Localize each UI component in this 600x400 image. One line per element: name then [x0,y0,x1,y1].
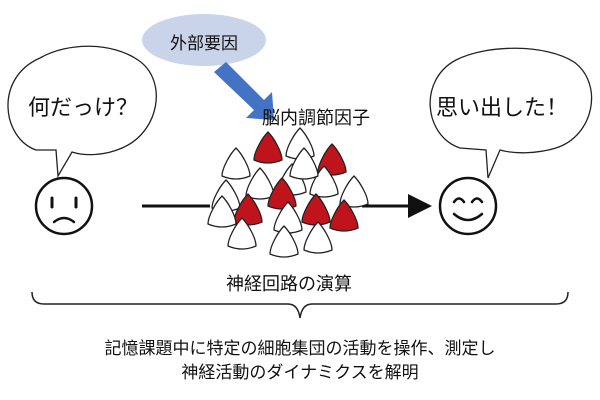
neuron-icon-white [207,195,237,228]
neural-circuit-label: 神経回路の演算 [226,274,352,295]
neuron-icon-white [269,225,299,258]
external-factor-label: 外部要因 [170,34,238,54]
neuron-icon-white [245,167,275,200]
bottom-brace [31,291,569,319]
right-bubble-text: 思い出した！ [435,96,568,121]
caption-line-2: 神経活動のダイナミクスを解明 [181,363,419,383]
caption-line-1: 記憶課題中に特定の細胞集団の活動を操作、測定し [104,339,496,359]
neuron-icon-white [289,147,319,180]
neuron-icon-white [303,221,333,254]
neuron-icon-white [227,217,257,250]
external-factor-ellipse [142,14,266,66]
smiley-face-icon [438,176,498,236]
right-speech-bubble [429,47,593,179]
brain-modulator-label: 脳内調節因子 [262,108,370,129]
neuron-icon-white [309,165,339,198]
neuron-icon-red [253,131,283,164]
neuron-cluster [207,127,369,258]
neuron-icon-red [301,193,331,226]
sad-face-icon [34,176,94,236]
neuron-icon-white [339,175,369,208]
left-speech-bubble [7,45,157,179]
left-bubble-text: 何だっけ？ [27,96,138,121]
neuron-icon-white [221,147,251,180]
neuron-icon-red [329,199,359,232]
external-factor-arrow [214,62,274,120]
